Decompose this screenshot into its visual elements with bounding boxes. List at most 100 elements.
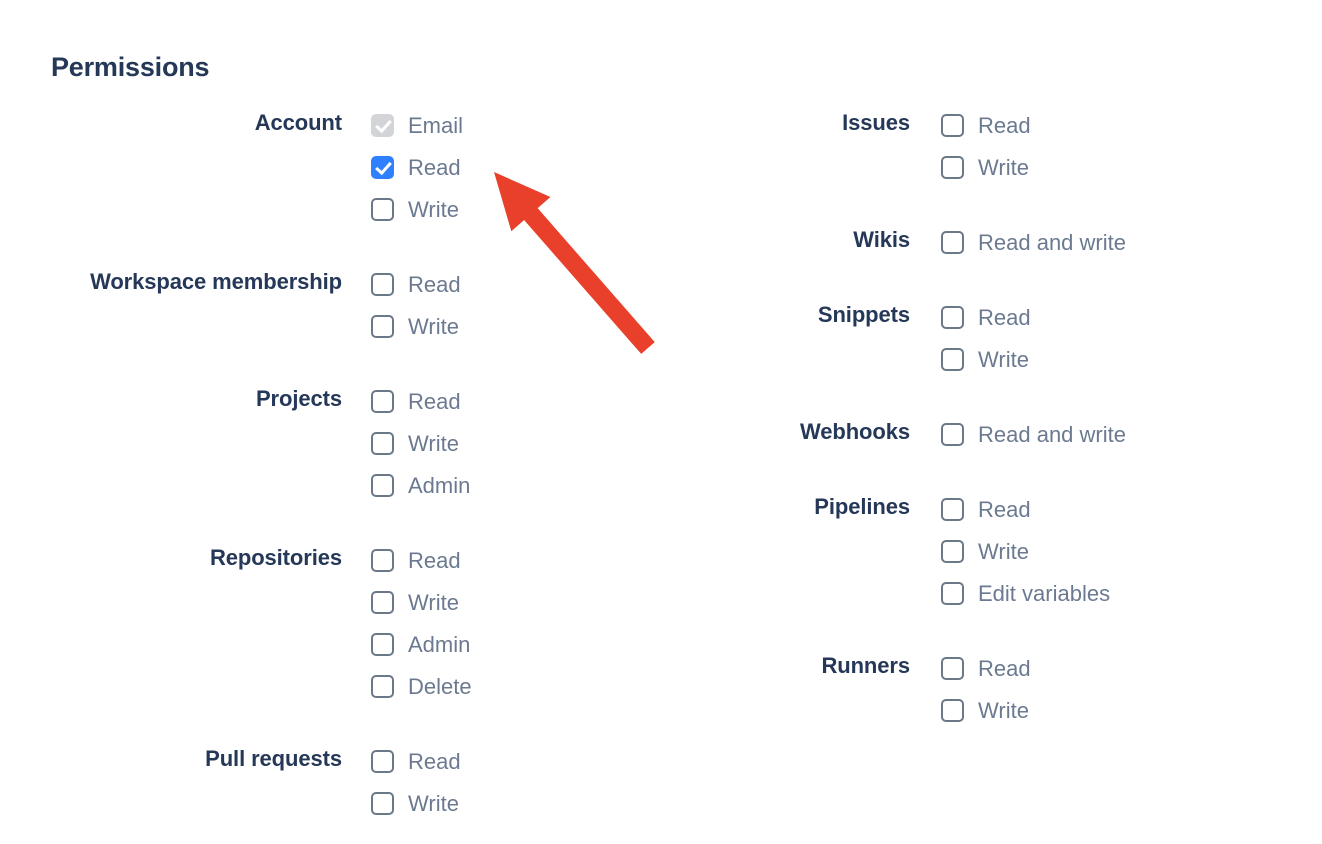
checkbox-edit-variables-icon[interactable] [941,581,964,605]
permission-option-label: Read [408,388,461,414]
permission-option-pull-requests-write[interactable]: Write [371,782,461,824]
permission-option-runners-read[interactable]: Read [941,647,1031,689]
permission-group-label: Workspace membership [90,269,342,294]
permission-option-snippets-write[interactable]: Write [941,338,1031,380]
permission-option-pipelines-read[interactable]: Read [941,488,1110,530]
checkbox-admin-icon[interactable] [371,632,394,656]
checkbox-read-icon[interactable] [371,749,394,773]
permission-option-label: Write [408,196,459,222]
permission-option-issues-write[interactable]: Write [941,146,1031,188]
permission-option-label: Read and write [978,421,1126,447]
permission-option-label: Read [408,154,461,180]
permission-option-pipelines-write[interactable]: Write [941,530,1110,572]
permission-group-label: Webhooks [799,419,910,444]
checkbox-read-icon[interactable] [371,389,394,413]
checkbox-delete-icon[interactable] [371,674,394,698]
checkbox-read-icon[interactable] [371,155,394,179]
checkbox-email-icon [371,113,394,137]
permission-option-snippets-read[interactable]: Read [941,296,1031,338]
permission-group-label: Projects [255,386,342,411]
checkbox-write-icon[interactable] [941,698,964,722]
checkbox-write-icon[interactable] [371,314,394,338]
permission-option-repositories-admin[interactable]: Admin [371,623,472,665]
permission-group-webhooks: Webhooks Read and write [660,413,1322,455]
checkbox-read-icon[interactable] [941,497,964,521]
permission-option-runners-write[interactable]: Write [941,689,1031,731]
permission-option-webhooks-read-and-write[interactable]: Read and write [941,413,1126,455]
permission-option-label: Read and write [978,229,1126,255]
permission-option-label: Read [408,547,461,573]
permission-option-repositories-read[interactable]: Read [371,539,472,581]
permission-group-wikis: Wikis Read and write [660,221,1322,263]
permission-option-label: Read [978,304,1031,330]
permission-option-projects-admin[interactable]: Admin [371,464,470,506]
checkbox-write-icon[interactable] [371,197,394,221]
checkbox-write-icon[interactable] [941,539,964,563]
checkbox-read-icon[interactable] [371,548,394,572]
permission-option-account-email[interactable]: Email [371,104,463,146]
permission-option-label: Read [978,496,1031,522]
permission-option-issues-read[interactable]: Read [941,104,1031,146]
checkbox-write-icon[interactable] [941,155,964,179]
permission-group-label: Wikis [853,227,910,252]
permission-group-label: Pull requests [205,746,342,771]
checkbox-read-icon[interactable] [371,272,394,296]
permission-option-repositories-write[interactable]: Write [371,581,472,623]
permission-option-account-read[interactable]: Read [371,146,463,188]
permission-option-label: Write [978,697,1029,723]
permission-option-label: Admin [408,472,471,498]
checkbox-write-icon[interactable] [371,431,394,455]
permission-option-label: Read [408,748,461,774]
checkbox-read-and-write-icon[interactable] [941,230,964,254]
checkbox-admin-icon[interactable] [371,473,394,497]
checkbox-write-icon[interactable] [371,590,394,614]
permission-group-label: Issues [842,110,910,135]
permission-group-label: Snippets [817,302,910,327]
permission-option-pipelines-edit-variables[interactable]: Edit variables [941,572,1110,614]
permission-option-label: Write [978,346,1029,372]
permission-option-label: Write [408,430,459,456]
permission-option-label: Write [408,589,459,615]
checkbox-write-icon[interactable] [941,347,964,371]
permission-option-workspace-membership-write[interactable]: Write [371,305,461,347]
page-title: Permissions [51,52,210,82]
checkbox-read-icon[interactable] [941,656,964,680]
permission-group-label: Repositories [209,545,342,570]
checkbox-read-and-write-icon[interactable] [941,422,964,446]
permission-option-projects-write[interactable]: Write [371,422,470,464]
permission-option-workspace-membership-read[interactable]: Read [371,263,461,305]
permission-option-list: Read and write [941,221,1126,263]
checkbox-read-icon[interactable] [941,305,964,329]
permission-option-projects-read[interactable]: Read [371,380,470,422]
permission-option-label: Write [408,313,459,339]
checkbox-read-icon[interactable] [941,113,964,137]
permission-group-label: Pipelines [814,494,910,519]
permission-option-label: Read [408,271,461,297]
permission-option-repositories-delete[interactable]: Delete [371,665,472,707]
permission-option-wikis-read-and-write[interactable]: Read and write [941,221,1126,263]
permission-option-label: Edit variables [978,580,1111,606]
checkbox-write-icon[interactable] [371,791,394,815]
permission-option-account-write[interactable]: Write [371,188,463,230]
permission-group-label: Runners [821,653,910,678]
permission-option-label: Write [978,154,1029,180]
permission-option-label: Delete [408,673,472,699]
permission-option-pull-requests-read[interactable]: Read [371,740,461,782]
